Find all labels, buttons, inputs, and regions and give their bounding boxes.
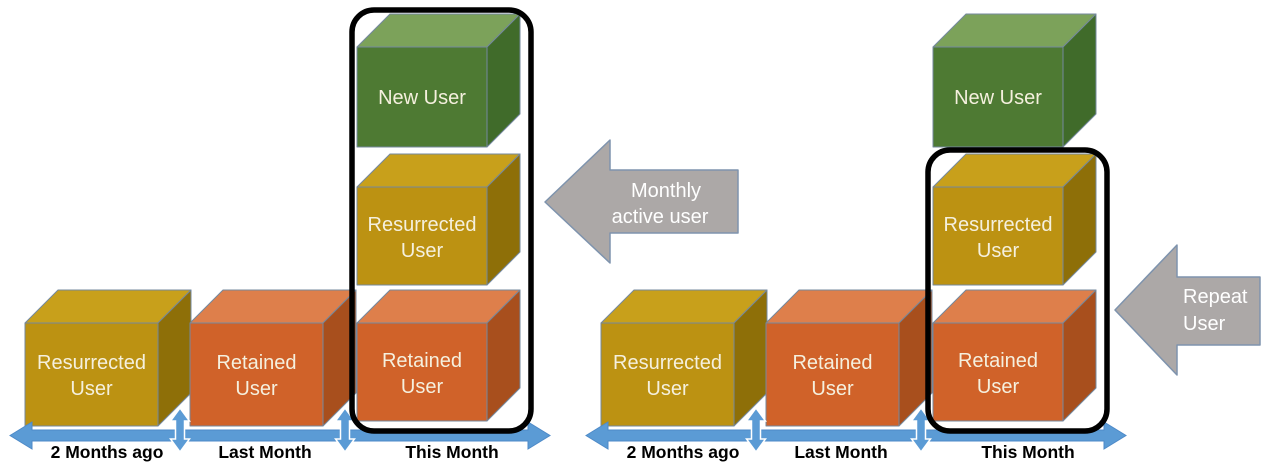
axis-label-this-month: This Month (981, 442, 1074, 462)
cube-label-line1: Retained (958, 350, 1038, 372)
axis-label-last-month: Last Month (218, 442, 311, 462)
cube-label-line2: User (235, 378, 278, 400)
callout-label-line1: Repeat (1183, 286, 1248, 308)
cube-front-face (932, 186, 1064, 286)
monthly-active-user-outline (349, 7, 534, 434)
cube-label-line2: User (401, 240, 444, 262)
monthly-active-user-callout: Monthly active user (544, 139, 739, 264)
timeline-divider-icon (334, 406, 356, 454)
timeline: 2 Months ago Last Month This Month (9, 406, 551, 462)
stack-cube-new-user: New User (356, 13, 521, 148)
stack-cube-resurrected: Resurrected User (932, 153, 1097, 286)
cube-label-line2: User (70, 378, 113, 400)
cube-label-line2: User (646, 378, 689, 400)
cube-front-face (356, 322, 488, 422)
left-arrow-icon (1114, 244, 1261, 376)
repeat-user-callout: Repeat User (1114, 244, 1261, 376)
left-arrow-icon (544, 139, 739, 264)
cube-label-line2: User (977, 376, 1020, 398)
left-diagram: Resurrected User Retained User Retained … (9, 7, 739, 462)
right-diagram: Resurrected User Retained User Retained … (585, 13, 1261, 462)
timeline: 2 Months ago Last Month This Month (585, 406, 1127, 462)
timeline-double-arrow (9, 421, 551, 450)
repeat-user-outline (925, 147, 1110, 434)
cube-front-face (356, 46, 488, 148)
stack-cube-resurrected: Resurrected User (356, 153, 521, 286)
stack-cube-retained: Retained User (356, 289, 521, 422)
cube-front-face (24, 322, 159, 427)
cube-label-line1: Retained (382, 350, 462, 372)
callout-label-line2: User (1183, 313, 1226, 335)
cube-label-line1: Resurrected (944, 214, 1053, 236)
cube-label-line1: New User (378, 87, 466, 109)
timeline-double-arrow (585, 421, 1127, 450)
cube-label-line2: User (401, 376, 444, 398)
cube-retained-lastmonth: Retained User (189, 289, 357, 427)
timeline-divider-icon (169, 406, 191, 454)
cube-label-line2: User (811, 378, 854, 400)
callout-label-line2: active user (612, 206, 709, 228)
cube-front-face (765, 322, 900, 427)
cube-label-line1: Retained (216, 352, 296, 374)
cube-label-line1: Resurrected (37, 352, 146, 374)
axis-label-2-months-ago: 2 Months ago (627, 442, 740, 462)
cube-resurrected-2months: Resurrected User (24, 289, 192, 427)
axis-label-2-months-ago: 2 Months ago (51, 442, 164, 462)
cube-resurrected-2months: Resurrected User (600, 289, 768, 427)
cube-front-face (600, 322, 735, 427)
cube-retained-lastmonth: Retained User (765, 289, 933, 427)
cube-front-face (932, 46, 1064, 148)
callout-label-line1: Monthly (631, 180, 701, 202)
cube-label-line1: New User (954, 87, 1042, 109)
timeline-divider-icon (910, 406, 932, 454)
cube-label-line1: Resurrected (613, 352, 722, 374)
cube-label-line1: Retained (792, 352, 872, 374)
cube-front-face (189, 322, 324, 427)
cube-label-line2: User (977, 240, 1020, 262)
cube-label-line1: Resurrected (368, 214, 477, 236)
timeline-divider-icon (745, 406, 767, 454)
cube-front-face (356, 186, 488, 286)
stack-cube-retained: Retained User (932, 289, 1097, 422)
cube-front-face (932, 322, 1064, 422)
axis-label-this-month: This Month (405, 442, 498, 462)
axis-label-last-month: Last Month (794, 442, 887, 462)
stack-cube-new-user: New User (932, 13, 1097, 148)
